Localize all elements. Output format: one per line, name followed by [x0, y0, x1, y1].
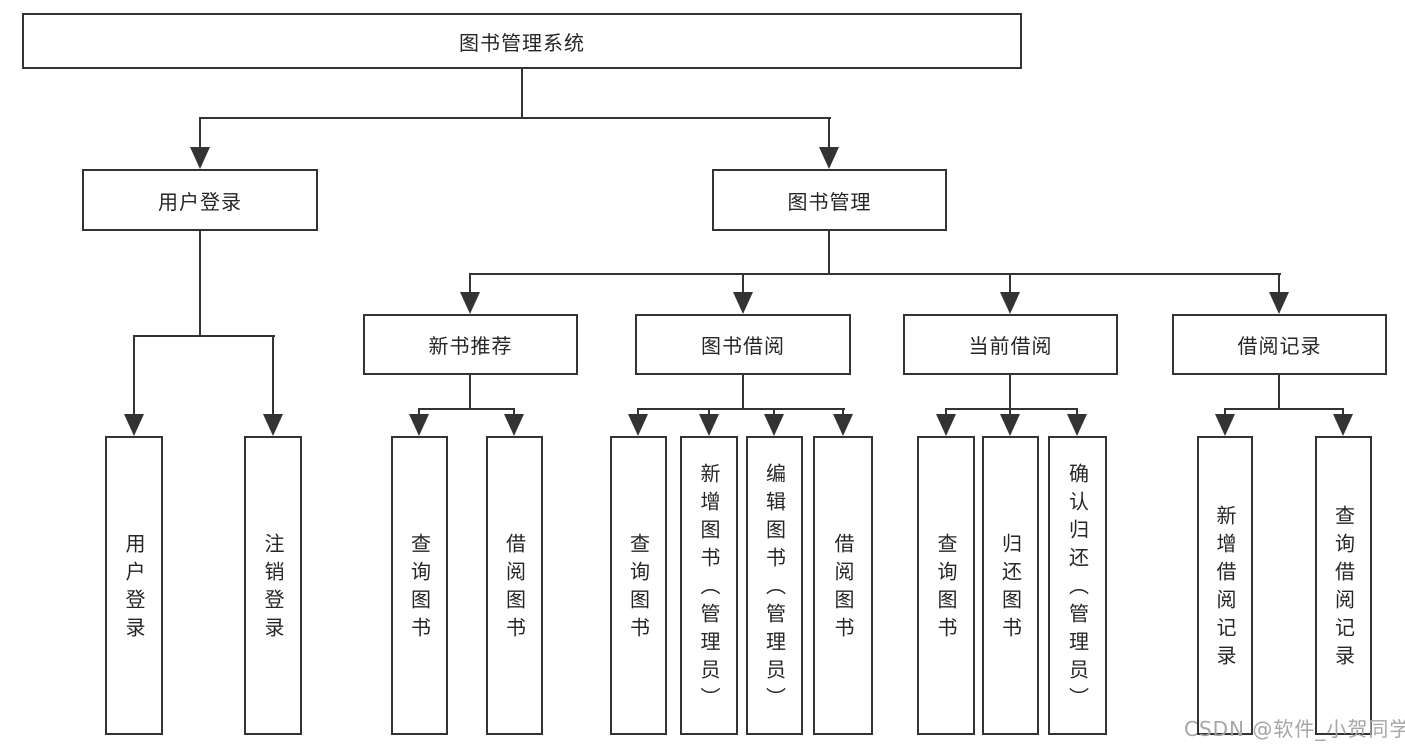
node-borrowing-records: 借阅记录	[1172, 314, 1387, 375]
connector-drop	[1076, 408, 1078, 417]
connector-user-login-rail	[133, 335, 275, 337]
connector-drop	[773, 408, 775, 417]
connector-drop-user-login	[199, 117, 201, 150]
leaf-query-borrow-record: 查询借阅记录	[1315, 436, 1372, 735]
leaf-edit-books-admin: 编辑图书（管理员）	[746, 436, 803, 735]
arrow-down-icon	[1215, 414, 1235, 436]
leaf-borrow-books: 借阅图书	[813, 436, 873, 735]
connector-drop-leaf-logout	[272, 335, 274, 417]
arrow-down-icon	[504, 414, 524, 436]
leaf-confirm-return-admin: 确认归还（管理员）	[1048, 436, 1107, 735]
arrow-down-icon	[1269, 292, 1289, 314]
arrow-down-icon	[409, 414, 429, 436]
connector-borrow-record-rail	[1224, 408, 1344, 410]
arrow-down-icon	[1333, 414, 1353, 436]
connector-new-book-rec-rail	[418, 408, 515, 410]
connector-new-book-rec-stem	[469, 375, 471, 410]
csdn-watermark: CSDN @软件_小贺同学	[1184, 717, 1405, 741]
connector-drop	[708, 408, 710, 417]
leaf-add-books-admin: 新增图书（管理员）	[680, 436, 738, 735]
arrow-down-icon	[124, 414, 144, 436]
node-library-management-system: 图书管理系统	[22, 13, 1022, 69]
leaf-user-login: 用户登录	[105, 436, 163, 735]
connector-drop-book-borrow	[742, 273, 744, 295]
arrow-down-icon	[460, 292, 480, 314]
connector-drop	[1342, 408, 1344, 417]
connector-drop-current-borrow	[1009, 273, 1011, 295]
arrow-down-icon	[1000, 292, 1020, 314]
connector-drop	[513, 408, 515, 417]
connector-drop-leaf-login	[133, 335, 135, 417]
arrow-down-icon	[733, 292, 753, 314]
arrow-down-icon	[1067, 414, 1087, 436]
leaf-return-books: 归还图书	[982, 436, 1039, 735]
node-new-book-recommendation: 新书推荐	[363, 314, 578, 375]
leaf-borrow-query-books: 查询图书	[610, 436, 667, 735]
connector-drop-borrow-record	[1278, 273, 1280, 295]
arrow-down-icon	[936, 414, 956, 436]
connector-drop	[637, 408, 639, 417]
node-book-borrowing: 图书借阅	[635, 314, 851, 375]
connector-current-borrow-rail	[945, 408, 1078, 410]
connector-root-stem	[521, 69, 523, 119]
connector-book-borrow-stem	[742, 375, 744, 410]
connector-level2-rail	[199, 117, 831, 119]
arrow-down-icon	[628, 414, 648, 436]
connector-book-management-stem	[828, 231, 830, 275]
leaf-add-borrow-record: 新增借阅记录	[1197, 436, 1253, 735]
connector-drop	[842, 408, 844, 417]
node-user-login: 用户登录	[82, 169, 318, 231]
connector-drop-new-book-rec	[469, 273, 471, 295]
arrow-down-icon	[190, 147, 210, 169]
node-book-management: 图书管理	[712, 169, 947, 231]
arrow-down-icon	[833, 414, 853, 436]
connector-drop	[945, 408, 947, 417]
leaf-rec-borrow-books: 借阅图书	[486, 436, 543, 735]
arrow-down-icon	[263, 414, 283, 436]
arrow-down-icon	[819, 147, 839, 169]
leaf-logout: 注销登录	[244, 436, 302, 735]
connector-drop	[1224, 408, 1226, 417]
connector-borrow-record-stem	[1278, 375, 1280, 410]
connector-user-login-stem	[199, 231, 201, 337]
leaf-current-query-books: 查询图书	[917, 436, 975, 735]
arrow-down-icon	[764, 414, 784, 436]
connector-drop	[418, 408, 420, 417]
arrow-down-icon	[1000, 414, 1020, 436]
connector-book-borrow-rail	[637, 408, 845, 410]
arrow-down-icon	[699, 414, 719, 436]
connector-drop	[1009, 408, 1011, 417]
connector-current-borrow-stem	[1009, 375, 1011, 410]
node-current-borrowing: 当前借阅	[903, 314, 1118, 375]
leaf-rec-query-books: 查询图书	[391, 436, 448, 735]
connector-drop-book-management	[828, 117, 830, 150]
connector-level3-rail	[469, 273, 1281, 275]
